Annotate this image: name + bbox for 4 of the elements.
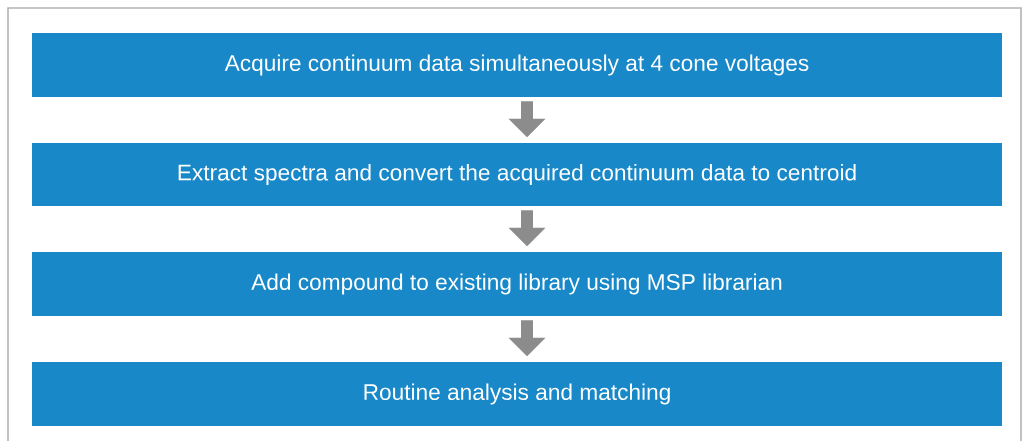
process-box: Acquire continuum data simultaneously at 4 cone voltages	[32, 33, 1002, 97]
process-box: Extract spectra and convert the acquired continuum data to centroid	[32, 143, 1002, 206]
process-box: Routine analysis and matching	[32, 362, 1002, 426]
process-box: Add compound to existing library using MSP librarian	[32, 252, 1002, 316]
